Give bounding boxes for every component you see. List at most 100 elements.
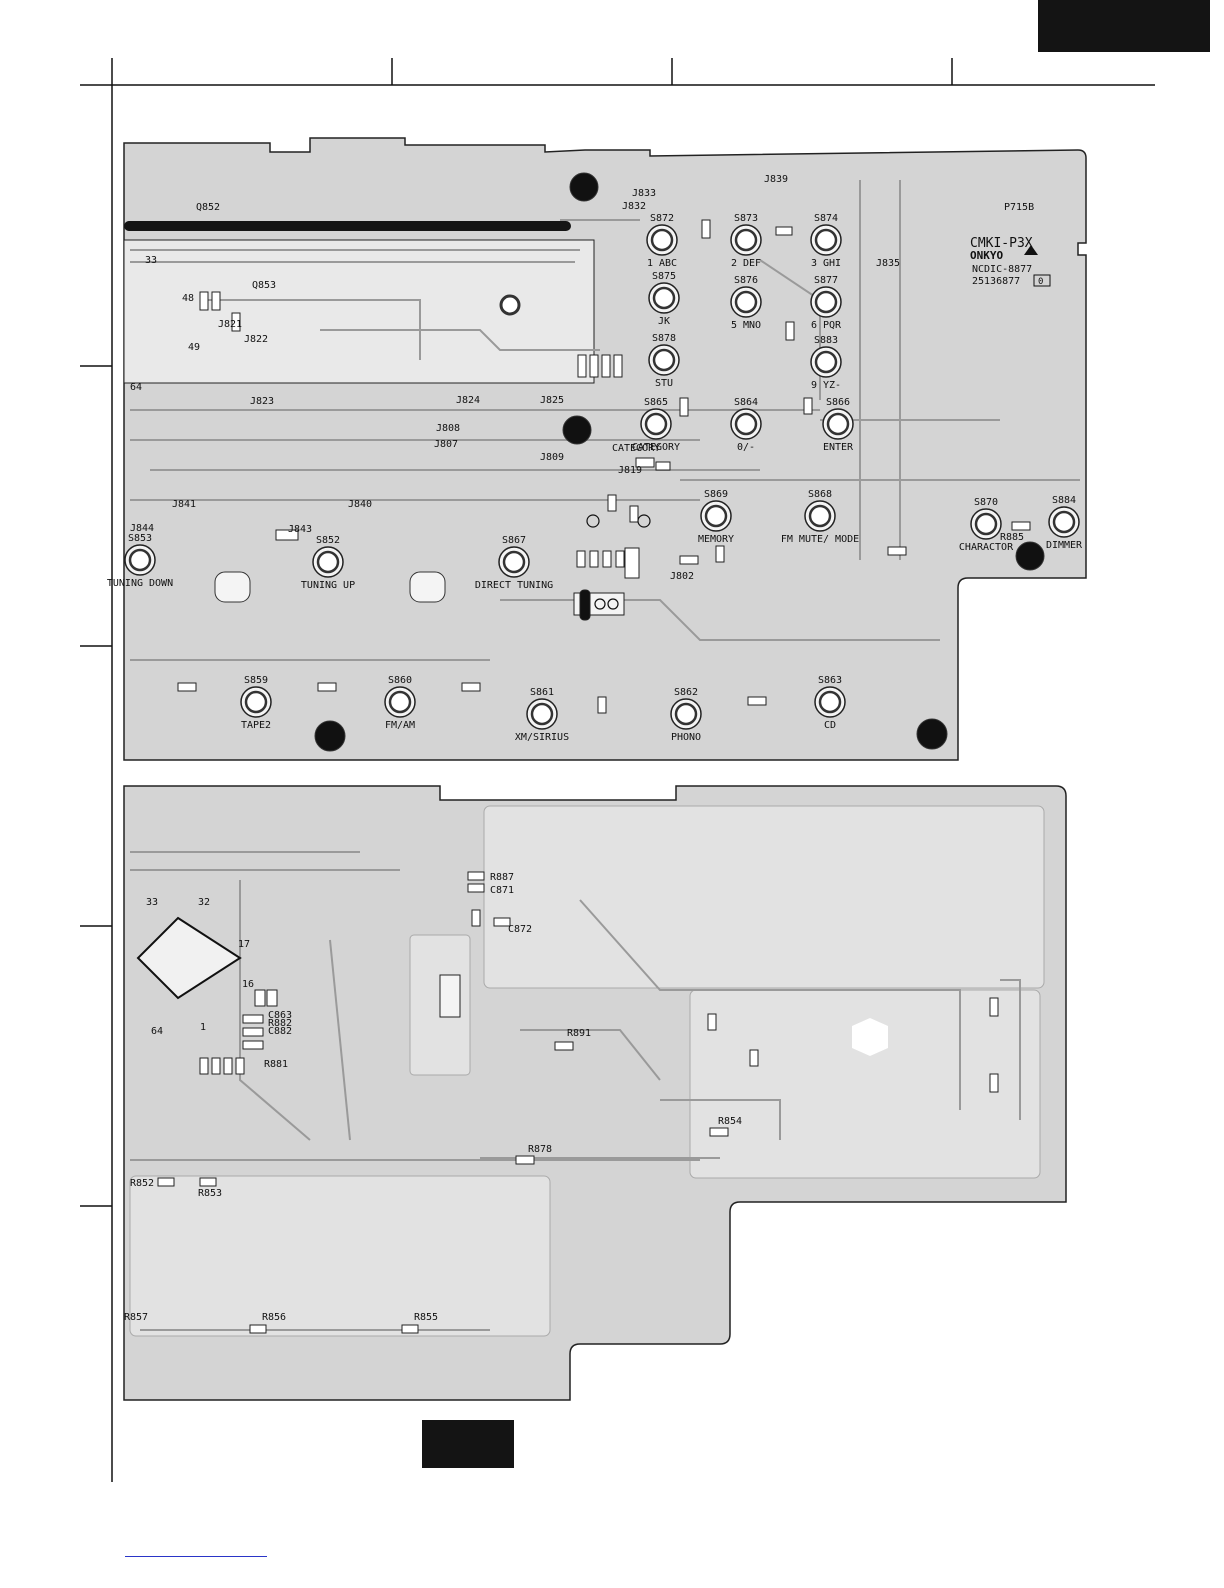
svg-text:J822: J822 bbox=[244, 334, 268, 345]
svg-text:J808: J808 bbox=[436, 423, 460, 434]
switch-ref-label: S853 bbox=[128, 533, 152, 544]
svg-text:J840: J840 bbox=[348, 499, 372, 510]
svg-text:R852: R852 bbox=[130, 1178, 154, 1189]
svg-text:R882: R882 bbox=[268, 1018, 292, 1029]
switch-s868: S868 FM MUTE/ MODE bbox=[781, 489, 859, 545]
board-title-block: CMKI-P3X ONKYO NCDIC-8877 25136877 0 bbox=[970, 236, 1051, 287]
svg-text:R857: R857 bbox=[124, 1312, 148, 1323]
svg-text:J823: J823 bbox=[250, 396, 274, 407]
switch-function-label: 9 YZ- bbox=[811, 380, 841, 391]
switch-function-label: TUNING DOWN bbox=[107, 578, 173, 589]
switch-s872: S872 1 ABC bbox=[646, 213, 678, 269]
svg-text:R856: R856 bbox=[262, 1312, 286, 1323]
svg-text:J839: J839 bbox=[764, 174, 788, 185]
switch-ref-label: S875 bbox=[652, 271, 676, 282]
svg-text:C871: C871 bbox=[490, 885, 514, 896]
board-brand: ONKYO bbox=[970, 249, 1003, 262]
switch-ref-label: S877 bbox=[814, 275, 838, 286]
switch-function-label: CHARACTOR bbox=[959, 542, 1014, 553]
switch-s883: S883 9 YZ- bbox=[810, 335, 842, 391]
svg-text:J835: J835 bbox=[876, 258, 900, 269]
svg-text:Q853: Q853 bbox=[252, 280, 276, 291]
svg-text:33: 33 bbox=[146, 897, 158, 908]
switch-ref-label: S872 bbox=[650, 213, 674, 224]
svg-text:R855: R855 bbox=[414, 1312, 438, 1323]
switch-function-label: STU bbox=[655, 378, 673, 389]
switch-ref-label: S870 bbox=[974, 497, 998, 508]
switch-function-label: CD bbox=[824, 720, 836, 731]
switch-function-label: JK bbox=[658, 316, 670, 327]
switch-function-label: FM MUTE/ MODE bbox=[781, 534, 859, 545]
switch-ref-label: S868 bbox=[808, 489, 832, 500]
switch-ref-label: S878 bbox=[652, 333, 676, 344]
switch-ref-label: S852 bbox=[316, 535, 340, 546]
switch-ref-label: S874 bbox=[814, 213, 838, 224]
svg-text:J841: J841 bbox=[172, 499, 196, 510]
switch-ref-label: S865 bbox=[644, 397, 668, 408]
svg-text:49: 49 bbox=[188, 342, 200, 353]
svg-text:J844: J844 bbox=[130, 523, 154, 534]
svg-text:33: 33 bbox=[145, 255, 157, 266]
switch-ref-label: S884 bbox=[1052, 495, 1076, 506]
switch-ref-label: S869 bbox=[704, 489, 728, 500]
svg-text:R878: R878 bbox=[528, 1144, 552, 1155]
switch-function-label: FM/AM bbox=[385, 720, 415, 731]
board-model: CMKI-P3X bbox=[970, 236, 1033, 251]
switch-ref-label: S863 bbox=[818, 675, 842, 686]
page-number-tab bbox=[422, 1420, 514, 1468]
switch-function-label: MEMORY bbox=[698, 534, 734, 545]
switch-s874: S874 3 GHI bbox=[810, 213, 842, 269]
switch-ref-label: S860 bbox=[388, 675, 412, 686]
svg-text:Q852: Q852 bbox=[196, 202, 220, 213]
svg-text:17: 17 bbox=[238, 939, 250, 950]
switch-function-label: 5 MNO bbox=[731, 320, 761, 331]
svg-text:J825: J825 bbox=[540, 395, 564, 406]
svg-text:J802: J802 bbox=[670, 571, 694, 582]
svg-text:R881: R881 bbox=[264, 1059, 288, 1070]
svg-text:J819: J819 bbox=[618, 465, 642, 476]
switch-ref-label: S867 bbox=[502, 535, 526, 546]
switch-function-label: DIMMER bbox=[1046, 540, 1083, 551]
switch-function-label: 6 PQR bbox=[811, 320, 842, 331]
switch-ref-label: S861 bbox=[530, 687, 554, 698]
switch-ref-label: S873 bbox=[734, 213, 758, 224]
svg-text:R853: R853 bbox=[198, 1188, 222, 1199]
switch-ref-label: S876 bbox=[734, 275, 758, 286]
footer-rule bbox=[125, 1556, 267, 1557]
switch-ref-label: S864 bbox=[734, 397, 758, 408]
svg-text:J843: J843 bbox=[288, 524, 312, 535]
svg-text:64: 64 bbox=[151, 1026, 163, 1037]
switch-function-label: 1 ABC bbox=[647, 258, 677, 269]
switch-function-label: 3 GHI bbox=[811, 258, 841, 269]
switch-function-label: 2 DEF bbox=[731, 258, 761, 269]
svg-text:J832: J832 bbox=[622, 201, 646, 212]
svg-text:64: 64 bbox=[130, 382, 142, 393]
frame-grid bbox=[80, 58, 1155, 1482]
page-corner-tab bbox=[1038, 0, 1210, 52]
svg-text:R891: R891 bbox=[567, 1028, 591, 1039]
svg-text:CATEGORY: CATEGORY bbox=[612, 443, 660, 454]
board-code-a: NCDIC-8877 bbox=[972, 264, 1032, 275]
svg-text:R887: R887 bbox=[490, 872, 514, 883]
switch-s876: S876 5 MNO bbox=[730, 275, 762, 331]
svg-text:J821: J821 bbox=[218, 319, 242, 330]
svg-text:R885: R885 bbox=[1000, 532, 1024, 543]
svg-text:P715B: P715B bbox=[1004, 202, 1034, 213]
switch-ref-label: S883 bbox=[814, 335, 838, 346]
